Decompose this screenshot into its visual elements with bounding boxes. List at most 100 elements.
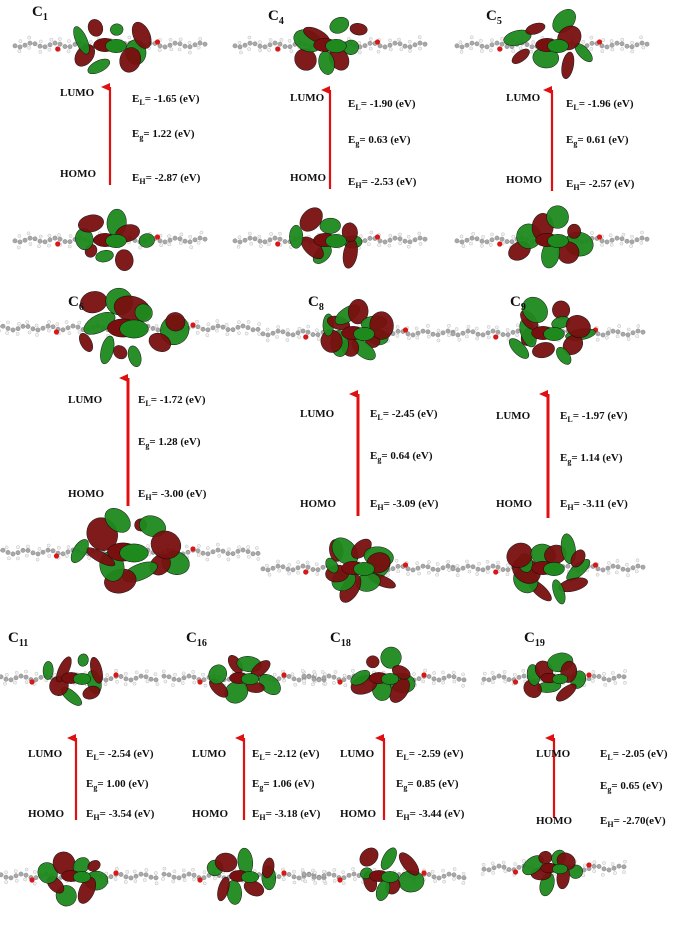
negative-phase-lobe: [349, 23, 368, 36]
hydrogen-atom: [201, 672, 205, 677]
carbon-atom: [157, 43, 163, 49]
energy-gap: Eg= 0.63 (eV): [348, 134, 411, 148]
hydrogen-atom: [313, 672, 318, 677]
hydrogen-atom: [172, 869, 177, 874]
hydrogen-atom: [316, 337, 321, 341]
carbon-atom: [25, 548, 31, 553]
hydrogen-atom: [389, 47, 393, 52]
oxygen-atom: [421, 870, 427, 876]
hydrogen-atom: [452, 877, 456, 881]
hydrogen-atom: [282, 678, 286, 683]
hydrogen-atom: [459, 234, 464, 239]
energy-subscript: H: [145, 493, 152, 503]
hydrogen-atom: [518, 46, 523, 50]
carbon-atom: [420, 328, 426, 334]
carbon-atom: [426, 872, 432, 877]
homo-energy: EH= -3.11 (eV): [560, 498, 628, 512]
carbon-atom: [456, 676, 462, 682]
carbon-atom: [35, 327, 41, 333]
hydrogen-atom: [485, 560, 490, 564]
carbon-atom: [182, 43, 188, 49]
energy-gap: Eg= 0.85 (eV): [396, 778, 459, 792]
energy-value: = 1.06 (eV): [263, 778, 315, 790]
hydrogen-atom: [4, 545, 9, 550]
hydrogen-atom: [446, 560, 450, 564]
homo-orbital-lobes-4: [325, 537, 396, 603]
carbon-atom: [316, 677, 322, 683]
carbon-atom: [591, 863, 597, 869]
carbon-atom: [32, 41, 38, 47]
carbon-atom: [596, 674, 602, 679]
compound-letter: C: [68, 294, 79, 310]
hydrogen-atom: [182, 868, 186, 873]
oxygen-atom: [197, 877, 203, 883]
energy-subscript: H: [259, 813, 266, 823]
hydrogen-atom: [433, 879, 437, 883]
carbon-atom: [346, 675, 352, 680]
hydrogen-atom: [196, 45, 201, 50]
hydrogen-atom: [192, 680, 196, 685]
carbon-atom: [639, 235, 645, 241]
carbon-atom: [629, 239, 635, 245]
carbon-atom: [496, 863, 502, 869]
carbon-atom: [454, 43, 460, 49]
hydrogen-atom: [157, 48, 162, 52]
carbon-atom: [33, 677, 39, 683]
hydrogen-atom: [629, 244, 633, 248]
carbon-atom: [285, 566, 291, 572]
carbon-atom: [392, 40, 398, 46]
carbon-atom: [282, 239, 288, 244]
positive-phase-lobe: [546, 205, 569, 229]
energy-symbol: E: [252, 748, 260, 760]
carbon-atom: [290, 567, 296, 573]
carbon-atom: [521, 673, 527, 679]
hydrogen-atom: [611, 671, 615, 675]
energy-value: = -2.87 (eV): [145, 172, 201, 184]
carbon-atom: [176, 875, 182, 881]
compound-index: 16: [196, 638, 207, 649]
carbon-atom: [37, 43, 43, 49]
homo-orbital-lobes-7: [206, 847, 276, 905]
hydrogen-atom: [23, 877, 27, 882]
hydrogen-atom: [6, 320, 10, 325]
carbon-atom: [286, 872, 292, 877]
carbon-atom: [167, 237, 173, 243]
hydrogen-atom: [502, 670, 507, 674]
carbon-atom: [425, 564, 431, 570]
carbon-atom: [230, 551, 236, 557]
compound-label: C8: [308, 294, 324, 313]
carbon-atom: [195, 324, 201, 330]
hydrogen-atom: [146, 544, 150, 548]
positive-phase-lobe: [134, 303, 153, 322]
hydrogen-atom: [269, 232, 273, 236]
carbon-atom: [367, 40, 373, 46]
hydrogen-atom: [104, 871, 109, 876]
hydrogen-atom: [237, 320, 241, 324]
hydrogen-atom: [592, 860, 597, 864]
carbon-atom: [630, 330, 636, 336]
hydrogen-atom: [432, 681, 436, 685]
hydrogen-atom: [173, 672, 177, 677]
hydrogen-atom: [267, 48, 271, 52]
negative-phase-lobe: [113, 345, 128, 360]
hydrogen-atom: [47, 47, 52, 52]
hydrogen-atom: [583, 863, 587, 868]
carbon-atom: [501, 864, 507, 870]
hydrogen-atom: [601, 872, 605, 877]
hydrogen-atom: [471, 231, 475, 236]
hydrogen-atom: [88, 40, 93, 44]
negative-phase-lobe: [567, 223, 581, 239]
hydrogen-atom: [154, 324, 159, 328]
hydrogen-atom: [626, 573, 630, 578]
negative-phase-lobe: [74, 44, 95, 67]
hydrogen-atom: [591, 670, 596, 674]
hydrogen-atom: [26, 544, 30, 549]
carbon-atom: [606, 677, 612, 683]
hydrogen-atom: [369, 230, 374, 235]
lumo-energy: EL= -1.72 (eV): [138, 394, 206, 408]
hydrogen-atom: [257, 234, 262, 239]
carbon-atom: [455, 567, 461, 573]
hydrogen-atom: [595, 338, 600, 342]
hydrogen-atom: [469, 46, 473, 51]
hydrogen-atom: [67, 331, 72, 335]
